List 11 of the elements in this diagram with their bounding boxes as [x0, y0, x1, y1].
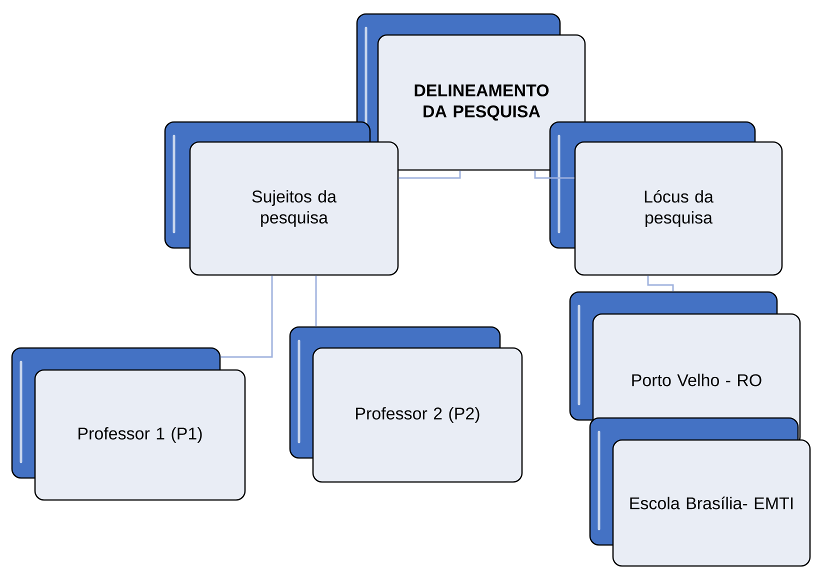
connector-line — [315, 276, 317, 326]
card-stack: Escola Brasília- EMTI — [589, 417, 811, 567]
card-stack: Professor 2 (P2) — [289, 326, 523, 483]
connector-line — [534, 170, 574, 179]
connector-line — [398, 170, 461, 179]
connector-line — [647, 276, 674, 292]
connector-line — [220, 276, 273, 358]
card-stack: Sujeitos da pesquisa — [164, 121, 399, 276]
card-stack: Lócus da pesquisa — [549, 121, 783, 276]
card-stack: Professor 1 (P1) — [11, 347, 246, 501]
card-stack: DELINEAMENTO DA PESQUISA — [356, 13, 586, 171]
